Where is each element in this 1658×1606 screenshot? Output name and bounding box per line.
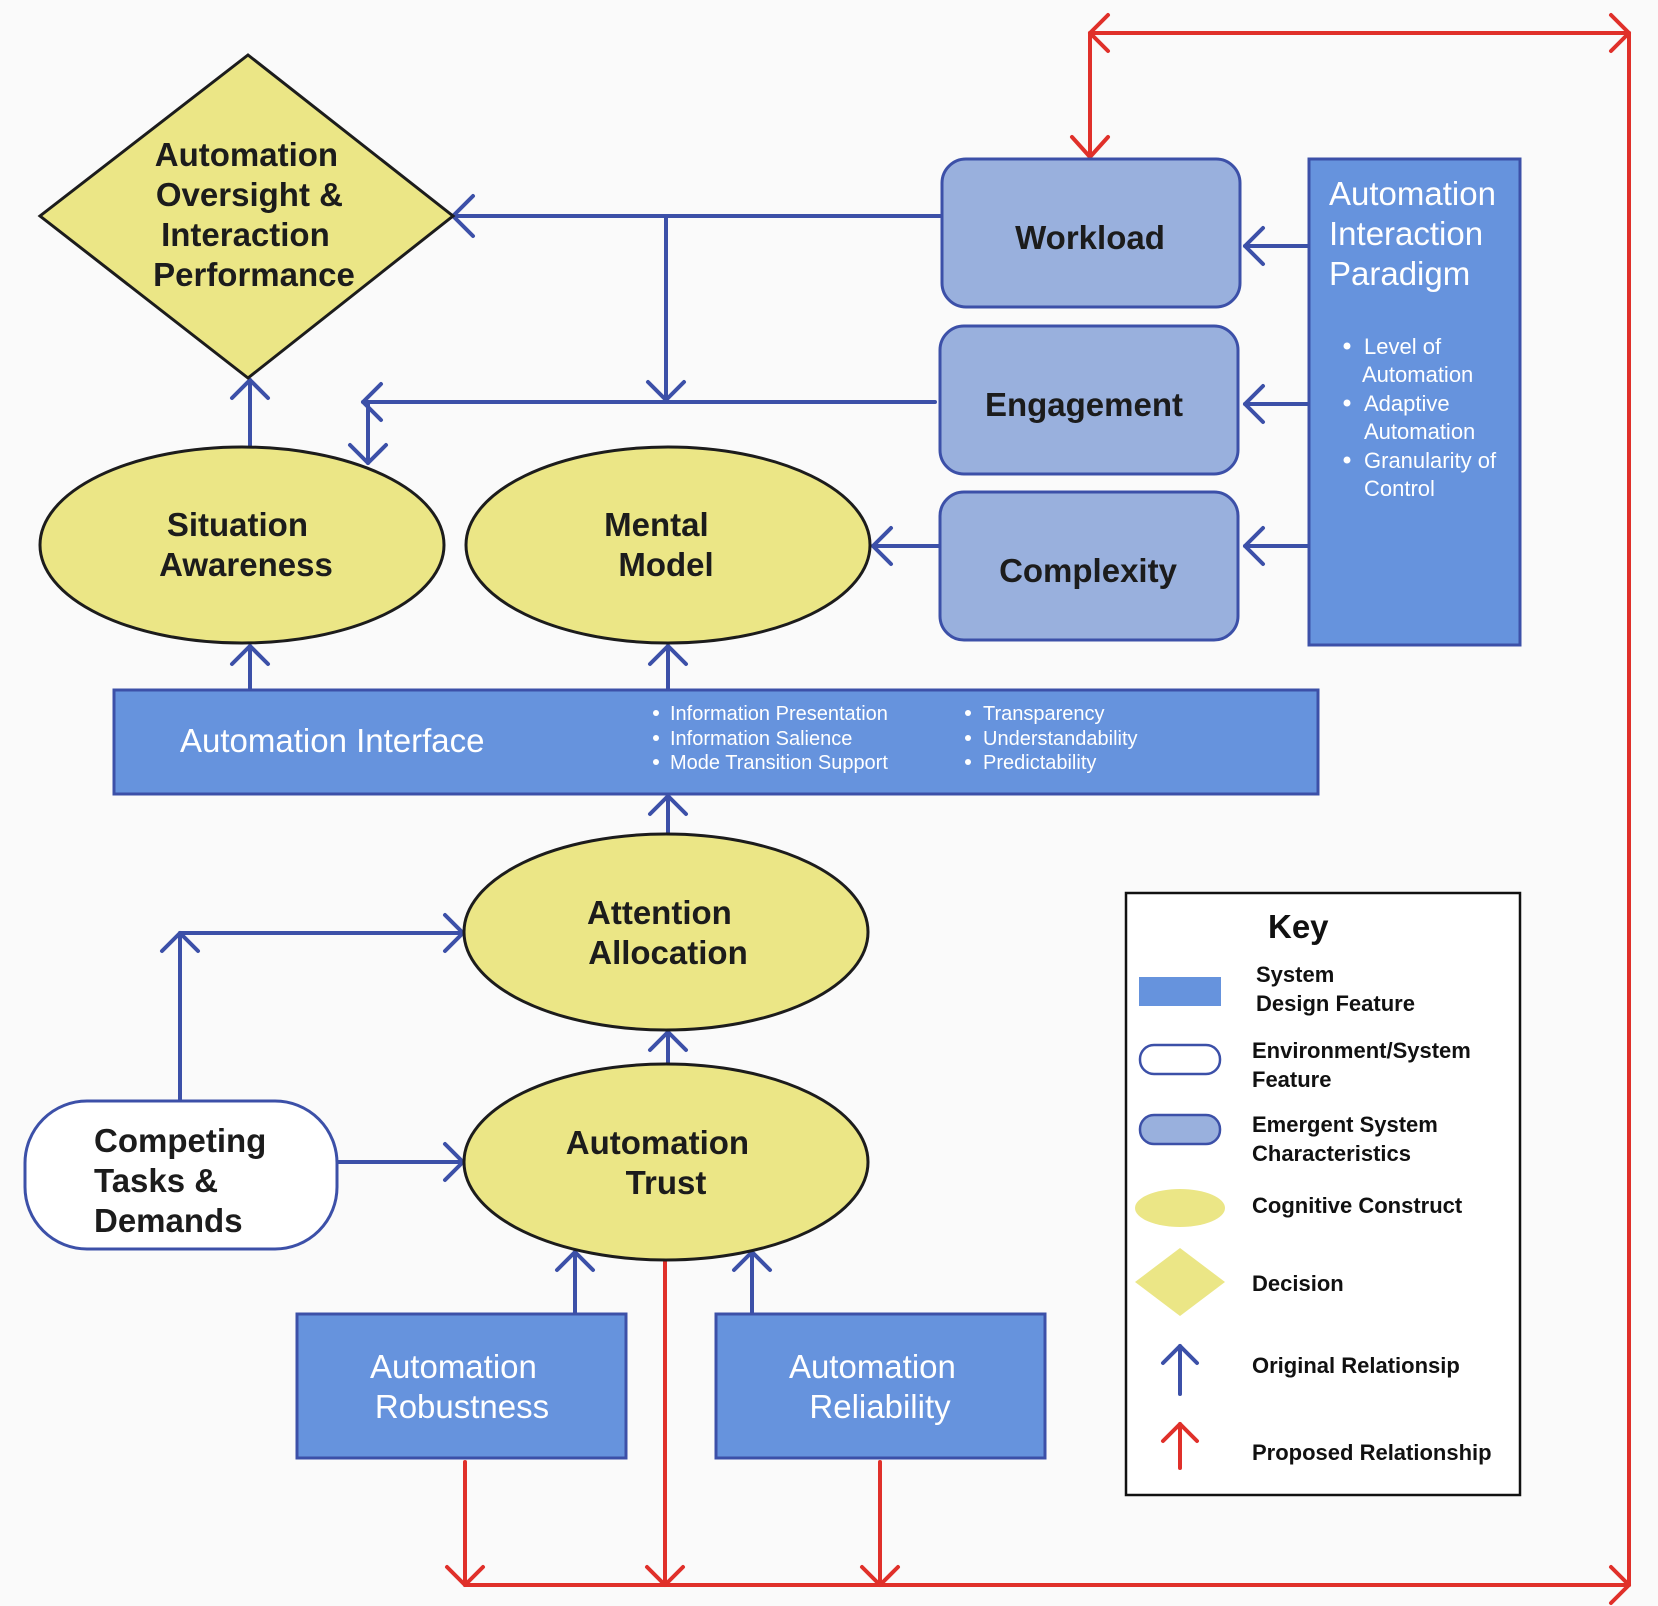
proposed-arrowhead-left-top xyxy=(1088,13,1110,53)
complexity-box xyxy=(938,490,1240,642)
paradigm-bullet-text: Level of Automation Adaptive Automation … xyxy=(1362,334,1502,501)
legend-swatch-system-design xyxy=(1139,977,1221,1006)
robustness-box xyxy=(295,1312,628,1460)
bullet-dot xyxy=(653,759,659,765)
legend-arrow-proposed xyxy=(1161,1422,1199,1470)
automation-trust-label: Automation Trust xyxy=(566,1124,758,1201)
interface-bullets-left: Information Presentation Information Sal… xyxy=(670,703,893,774)
legend-label-emergent: Emergent System Characteristics xyxy=(1252,1112,1444,1166)
legend-swatch-decision xyxy=(1135,1248,1225,1316)
decision-node: Automation Oversight & Interaction Perfo… xyxy=(37,53,456,380)
legend-swatch-emergent xyxy=(1138,1113,1222,1146)
legend-label-decision: Decision xyxy=(1252,1271,1344,1296)
legend-swatch-environment xyxy=(1138,1043,1222,1076)
arrowhead-decision-bottom xyxy=(230,378,270,400)
arrowhead-engagement-left xyxy=(361,382,383,422)
proposed-arrowhead-trust xyxy=(645,1565,685,1587)
legend-title: Key xyxy=(1268,908,1329,945)
original-relationship-lines xyxy=(160,194,1313,1315)
emergent-complexity: Complexity xyxy=(938,490,1240,642)
bullet-dot xyxy=(965,710,971,716)
arrowhead-mental-model-right xyxy=(871,526,893,566)
automation-reliability: Automation Reliability xyxy=(714,1312,1047,1460)
interface-title: Automation Interface xyxy=(180,722,485,759)
situation-awareness-ellipse xyxy=(38,445,446,645)
complexity-label: Complexity xyxy=(999,552,1178,589)
decision-diamond xyxy=(37,53,456,380)
bullet-dot xyxy=(1343,399,1351,407)
competing-tasks-box xyxy=(23,1099,339,1251)
legend: Key System Design Feature Environment/Sy… xyxy=(1124,891,1522,1497)
bullet-dot xyxy=(1343,456,1351,464)
bullet-dot xyxy=(653,710,659,716)
engagement-label: Engagement xyxy=(985,386,1183,423)
cognitive-automation-trust: Automation Trust xyxy=(462,1062,870,1262)
mental-model-label: Mental Model xyxy=(604,506,718,583)
arrowhead-attention-bottom xyxy=(648,1030,688,1052)
emergent-engagement: Engagement xyxy=(938,324,1240,476)
engagement-box xyxy=(938,324,1240,476)
legend-swatch-cognitive xyxy=(1135,1189,1225,1227)
attention-allocation-ellipse xyxy=(462,832,870,1032)
automation-robustness: Automation Robustness xyxy=(295,1312,628,1460)
automation-interaction-paradigm: Automation Interaction Paradigm Level of… xyxy=(1307,157,1522,647)
bullet-dot xyxy=(965,759,971,765)
legend-label-system-design: System Design Feature xyxy=(1256,962,1415,1016)
legend-label-proposed: Proposed Relationship xyxy=(1252,1440,1492,1465)
robustness-label: Automation Robustness xyxy=(370,1348,549,1425)
arrowhead-engagement xyxy=(1243,384,1265,424)
reliability-label: Automation Reliability xyxy=(789,1348,965,1425)
workload-box xyxy=(940,157,1242,309)
cognitive-mental-model: Mental Model xyxy=(464,445,872,645)
bullet-dot xyxy=(1343,342,1351,350)
arrowhead-mental-model-bottom xyxy=(648,644,688,666)
arrowhead-interface-bottom xyxy=(648,794,688,816)
cognitive-attention-allocation: Attention Allocation xyxy=(462,832,870,1032)
legend-label-original: Original Relationsip xyxy=(1252,1353,1460,1378)
competing-tasks-demands: Competing Tasks & Demands xyxy=(23,1099,339,1251)
proposed-arrowhead-right-top xyxy=(1609,13,1631,53)
legend-label-cognitive: Cognitive Construct xyxy=(1252,1193,1463,1218)
automation-interface: Automation Interface Information Present… xyxy=(112,688,1320,796)
proposed-arrowhead-reliability xyxy=(860,1565,900,1587)
competing-tasks-label: Competing Tasks & Demands xyxy=(94,1122,276,1239)
proposed-arrowhead-workload xyxy=(1070,135,1110,159)
proposed-relationship-lines xyxy=(445,13,1631,1605)
proposed-arrowhead-robustness xyxy=(445,1565,485,1587)
bullet-dot xyxy=(653,735,659,741)
legend-label-environment: Environment/System Feature xyxy=(1252,1038,1477,1092)
emergent-workload: Workload xyxy=(940,157,1242,309)
situation-awareness-label: Situation Awareness xyxy=(159,506,333,583)
decision-label: Automation Oversight & Interaction Perfo… xyxy=(153,136,355,293)
arrowhead-complexity xyxy=(1243,526,1265,566)
cognitive-situation-awareness: Situation Awareness xyxy=(38,445,446,645)
proposed-arrowhead-right-bottom xyxy=(1609,1565,1631,1605)
arrowhead-sa-bottom xyxy=(230,644,270,666)
attention-allocation-label: Attention Allocation xyxy=(587,894,748,971)
paradigm-title: Automation Interaction Paradigm xyxy=(1329,175,1505,292)
interface-bar xyxy=(112,688,1320,796)
paradigm-bullets: Level of Automation Adaptive Automation … xyxy=(1343,334,1502,501)
automation-trust-ellipse xyxy=(462,1062,870,1262)
reliability-box xyxy=(714,1312,1047,1460)
arrowhead-trust-robustness xyxy=(555,1250,595,1272)
interface-bullets-right: Transparency Understandability Predictab… xyxy=(983,703,1143,774)
legend-arrow-original xyxy=(1161,1344,1199,1396)
bullet-dot xyxy=(965,735,971,741)
arrowhead-workload xyxy=(1243,226,1265,266)
workload-label: Workload xyxy=(1015,219,1165,256)
mental-model-ellipse xyxy=(464,445,872,645)
arrowhead-sa-top xyxy=(348,443,388,465)
